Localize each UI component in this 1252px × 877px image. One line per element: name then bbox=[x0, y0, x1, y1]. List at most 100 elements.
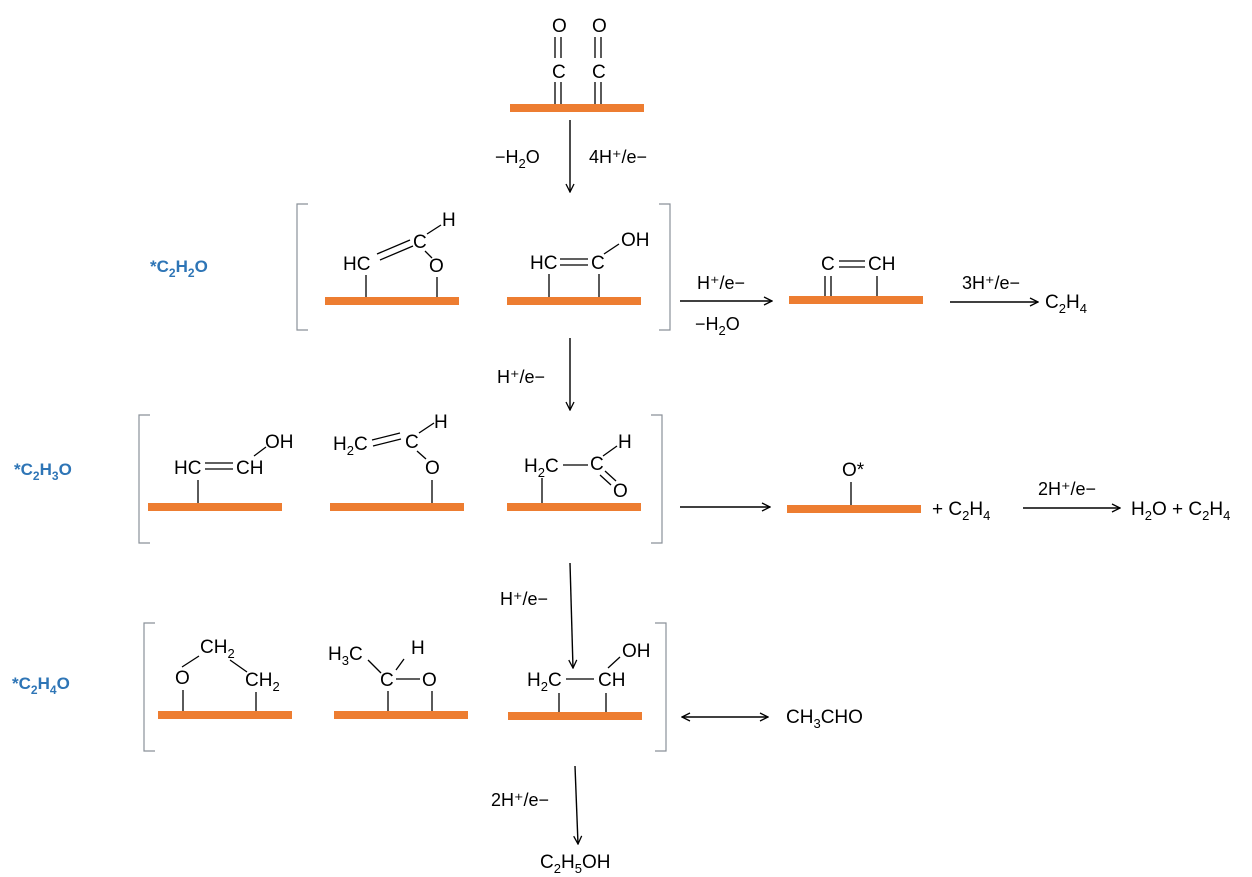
catalyst-surface bbox=[508, 712, 642, 720]
catalyst-surface bbox=[148, 503, 282, 511]
structure-c2h4o-oxametallacycle: O CH2 CH2 bbox=[158, 637, 292, 719]
condition-minus-h2o: −H2O bbox=[695, 314, 740, 338]
bracket-right-row2 bbox=[651, 414, 663, 544]
atom-label: HC bbox=[530, 253, 557, 274]
bracket-left-row1 bbox=[296, 203, 308, 331]
atom-label: C bbox=[405, 432, 419, 453]
bracket-left-row3 bbox=[143, 622, 155, 752]
double-bond bbox=[371, 432, 401, 441]
atom-label: H2C bbox=[333, 434, 368, 458]
bracket-right-row3 bbox=[655, 622, 667, 752]
structure-c2h2o-enol: HC C OH bbox=[507, 230, 650, 305]
dimer-co-intermediate: O O C C bbox=[510, 16, 644, 112]
catalyst-surface bbox=[334, 711, 468, 719]
atom-label: OH bbox=[622, 641, 651, 662]
product-ch3cho: CH3CHO bbox=[786, 707, 863, 731]
atom-label: H bbox=[411, 638, 425, 659]
single-bond bbox=[424, 250, 433, 259]
single-bond bbox=[229, 659, 248, 673]
structure-c2h2o-ring: HC C H O bbox=[325, 210, 459, 305]
double-bond bbox=[604, 470, 617, 482]
atom-label: O bbox=[552, 16, 567, 37]
atom-label: CH2 bbox=[200, 637, 235, 661]
product-h2o-c2h4: H2O + C2H4 bbox=[1131, 499, 1230, 523]
atom-label: O* bbox=[842, 460, 865, 481]
atom-label: C bbox=[590, 454, 604, 475]
structure-c2h4o-ethoxy: H3C H C O bbox=[328, 638, 468, 719]
atom-label: O bbox=[429, 256, 444, 277]
atom-label: OH bbox=[621, 230, 650, 251]
catalyst-surface bbox=[789, 296, 923, 304]
single-bond bbox=[602, 445, 618, 457]
bracket-left-row2 bbox=[138, 414, 150, 544]
catalyst-surface bbox=[158, 711, 292, 719]
atom-label: C bbox=[380, 670, 394, 691]
double-bond bbox=[376, 239, 411, 255]
atom-label: C bbox=[413, 232, 427, 253]
atom-label: HC bbox=[174, 458, 201, 479]
atom-label: CH2 bbox=[245, 670, 280, 694]
atom-label: H2C bbox=[524, 456, 559, 480]
catalyst-surface bbox=[510, 104, 644, 112]
condition-2h-e: 2H⁺/e− bbox=[491, 790, 549, 810]
double-bond bbox=[372, 438, 402, 447]
structure-o-star: O* bbox=[787, 460, 921, 513]
atom-label: CH bbox=[868, 254, 895, 275]
single-bond bbox=[603, 243, 620, 255]
structure-c2h3o-vinyloxy: H2C C H O bbox=[330, 412, 464, 511]
atom-label: O bbox=[613, 481, 628, 502]
structure-c2h3o-vinyl-alcohol: HC CH OH bbox=[148, 432, 294, 511]
atom-label: H bbox=[618, 432, 632, 453]
single-bond bbox=[416, 450, 427, 460]
atom-label: CH bbox=[236, 458, 263, 479]
single-bond bbox=[418, 422, 435, 434]
catalyst-surface bbox=[330, 503, 464, 511]
atom-label: C bbox=[592, 62, 606, 83]
double-bond bbox=[599, 474, 612, 486]
condition-h-e: H⁺/e− bbox=[497, 367, 545, 387]
single-bond bbox=[367, 659, 382, 674]
single-bond bbox=[426, 224, 442, 235]
atom-label: H bbox=[434, 412, 448, 433]
double-bond bbox=[379, 245, 414, 261]
single-bond bbox=[607, 656, 621, 669]
atom-label: H2C bbox=[527, 670, 562, 694]
single-bond bbox=[395, 658, 405, 671]
atom-label: C bbox=[591, 253, 605, 274]
atom-label: HC bbox=[343, 254, 370, 275]
atom-label: H bbox=[442, 210, 456, 231]
bracket-right-row1 bbox=[659, 203, 671, 331]
product-c2h5oh: C2H5OH bbox=[540, 852, 610, 876]
atom-label: O bbox=[175, 668, 190, 689]
product-plus-c2h4: + C2H4 bbox=[932, 499, 990, 523]
condition-h-e: H⁺/e− bbox=[500, 589, 548, 609]
condition-h-e: H⁺/e− bbox=[697, 273, 745, 293]
catalyst-surface bbox=[507, 503, 641, 511]
structure-c2h3o-acetyl: H2C C H O bbox=[507, 432, 641, 511]
structure-c2h4o-hydroxyethyl: H2C CH OH bbox=[508, 641, 651, 720]
atom-label: C bbox=[821, 254, 835, 275]
label-c2h4o: *C2H4O bbox=[12, 674, 70, 697]
label-c2h3o: *C2H3O bbox=[14, 460, 72, 483]
atom-label: CH bbox=[598, 670, 625, 691]
product-c2h4: C2H4 bbox=[1045, 292, 1087, 316]
condition-4h-e: 4H⁺/e− bbox=[589, 147, 647, 167]
condition-3h-e: 3H⁺/e− bbox=[962, 273, 1020, 293]
condition-2h-e: 2H⁺/e− bbox=[1038, 479, 1096, 499]
catalyst-surface bbox=[507, 297, 641, 305]
condition-minus-h2o: −H2O bbox=[495, 147, 540, 171]
single-bond bbox=[253, 446, 267, 457]
atom-label: C bbox=[552, 62, 566, 83]
catalyst-surface bbox=[787, 505, 921, 513]
atom-label: OH bbox=[265, 432, 294, 453]
catalyst-surface bbox=[325, 297, 459, 305]
structure-c2h-intermediate: C CH bbox=[789, 254, 923, 304]
label-c2h2o: *C2H2O bbox=[150, 257, 208, 280]
atom-label: O bbox=[592, 16, 607, 37]
atom-label: O bbox=[425, 458, 440, 479]
atom-label: H3C bbox=[328, 644, 363, 668]
arrow-down-4 bbox=[575, 765, 578, 844]
single-bond bbox=[181, 655, 200, 668]
arrow-down-3 bbox=[570, 562, 573, 668]
